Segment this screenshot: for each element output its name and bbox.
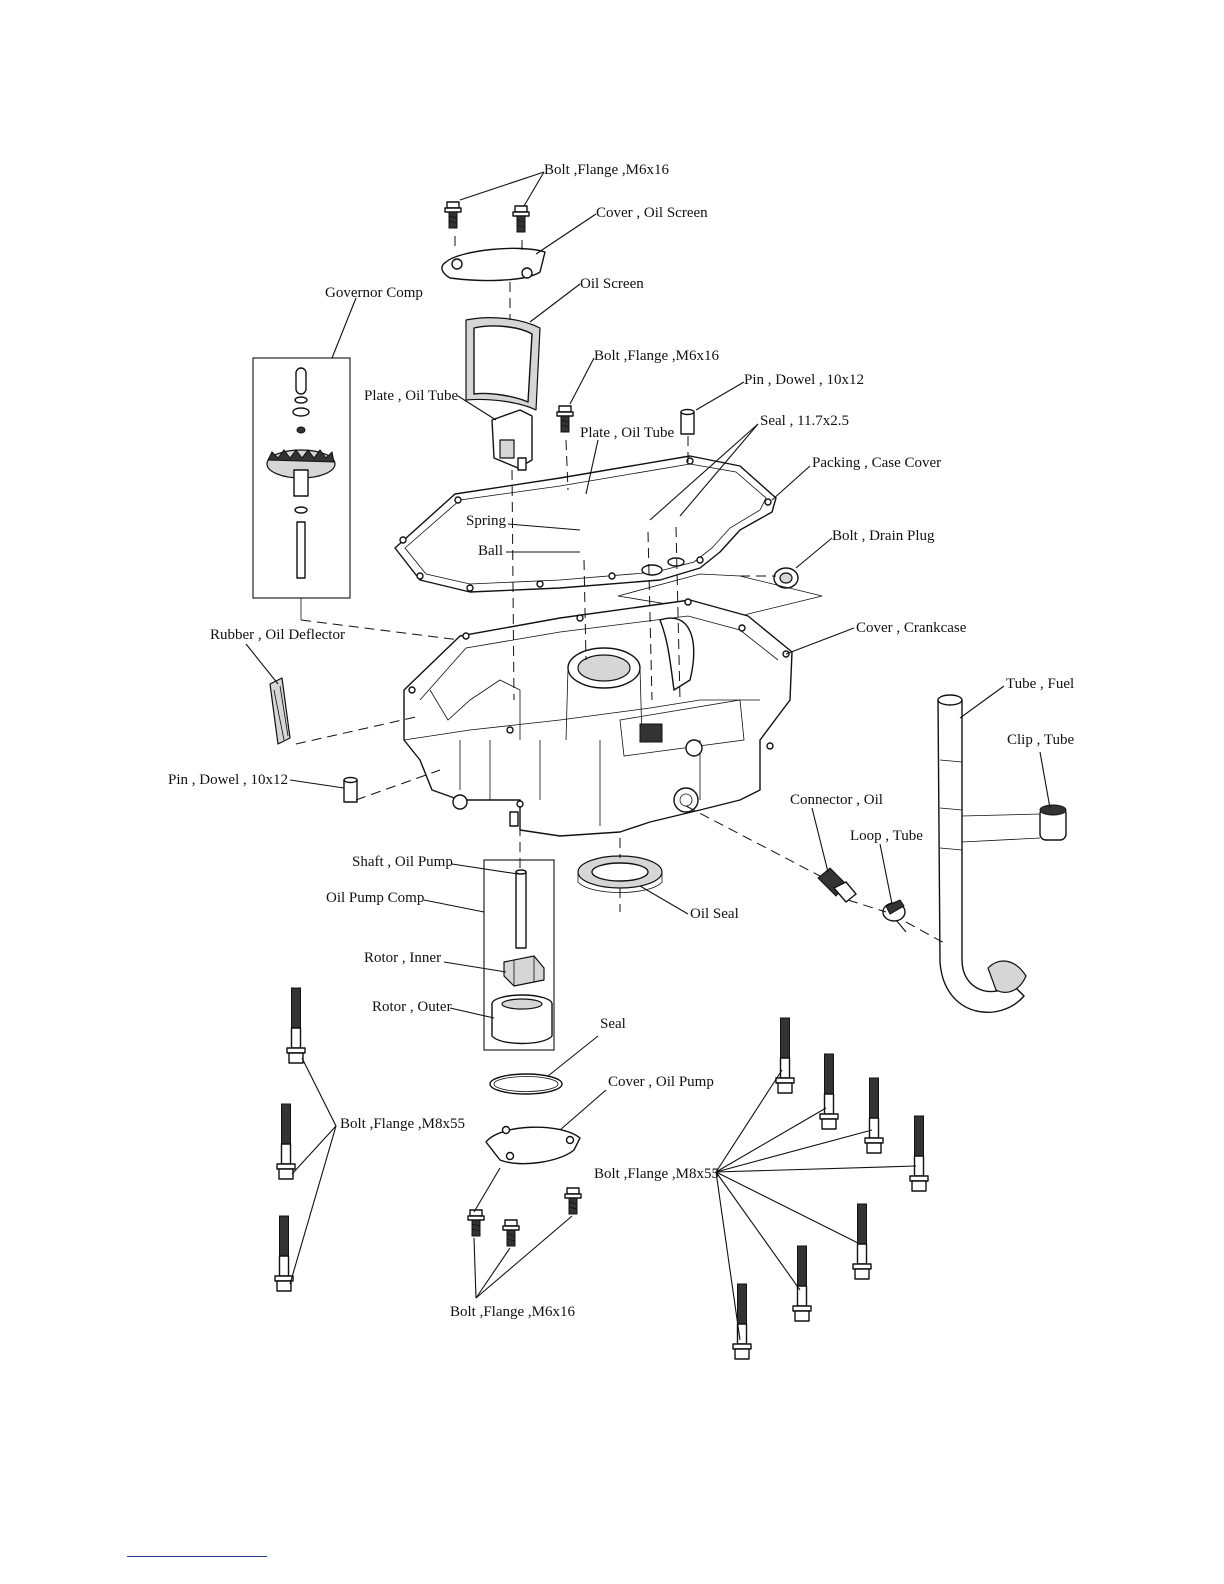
label-cover-oil-pump: Cover , Oil Pump — [608, 1074, 714, 1090]
seal-ring-part — [489, 1073, 563, 1095]
shaft-oil-pump-part — [515, 869, 527, 949]
bolt-drain-plug-part — [773, 567, 799, 589]
packing-case-cover-part — [394, 455, 777, 593]
label-bolt-flange-m8x55-right: Bolt ,Flange ,M8x55 — [594, 1166, 719, 1182]
part-labels: Bolt ,Flange ,M6x16 Cover , Oil Screen O… — [168, 162, 1074, 1320]
label-bolt-flange-m6x16-top: Bolt ,Flange ,M6x16 — [544, 162, 670, 178]
bolt-flange-m6x16-mid-part — [556, 405, 574, 433]
label-loop-tube: Loop , Tube — [850, 828, 923, 844]
label-packing-case-cover: Packing , Case Cover — [812, 455, 941, 471]
label-bolt-flange-m6x16-bottom: Bolt ,Flange ,M6x16 — [450, 1304, 576, 1320]
label-oil-screen: Oil Screen — [580, 276, 644, 292]
label-bolt-drain-plug: Bolt , Drain Plug — [832, 528, 935, 544]
oil-seal-part — [577, 855, 663, 893]
label-cover-crankcase: Cover , Crankcase — [856, 620, 967, 636]
label-plate-oil-tube-left: Plate , Oil Tube — [364, 388, 459, 404]
pin-dowel-top-part — [680, 408, 695, 435]
label-seal-11-7x2-5: Seal , 11.7x2.5 — [760, 413, 849, 429]
label-oil-seal: Oil Seal — [690, 906, 739, 922]
cover-crankcase-part — [403, 598, 793, 837]
label-rubber-oil-deflector: Rubber , Oil Deflector — [210, 627, 345, 643]
oil-screen-cover — [441, 247, 546, 282]
oil-pump-comp-box — [483, 859, 555, 1051]
label-governor-comp: Governor Comp — [325, 285, 423, 301]
footnote-rule — [127, 1556, 267, 1557]
label-tube-fuel: Tube , Fuel — [1006, 676, 1074, 692]
clip-tube-part — [961, 804, 1067, 843]
rotor-outer-part — [491, 994, 553, 1045]
label-spring: Spring — [466, 513, 507, 529]
label-ball: Ball — [478, 543, 503, 559]
label-pin-dowel-left: Pin , Dowel , 10x12 — [168, 772, 288, 788]
label-bolt-flange-m8x55-left: Bolt ,Flange ,M8x55 — [340, 1116, 465, 1132]
label-plate-oil-tube-right: Plate , Oil Tube — [580, 425, 675, 441]
loop-tube-part — [882, 899, 907, 933]
rotor-inner-part — [503, 955, 545, 987]
label-oil-pump-comp: Oil Pump Comp — [326, 890, 424, 906]
label-clip-tube: Clip , Tube — [1007, 732, 1074, 748]
label-pin-dowel-top: Pin , Dowel , 10x12 — [744, 372, 864, 388]
label-seal: Seal — [600, 1016, 626, 1032]
label-bolt-flange-m6x16-mid: Bolt ,Flange ,M6x16 — [594, 348, 720, 364]
label-rotor-inner: Rotor , Inner — [364, 950, 441, 966]
pin-dowel-left-part — [343, 776, 358, 803]
leader-lines — [245, 171, 1051, 1341]
label-rotor-outer: Rotor , Outer — [372, 999, 452, 1015]
tube-fuel-part — [937, 694, 1027, 1014]
bolt-flange-m6x16-bottom-trio — [467, 1187, 582, 1247]
cover-oil-pump-part — [485, 1126, 581, 1165]
plate-oil-tube-left-part — [491, 409, 533, 471]
bolt-flange-m6x16-top-pair — [444, 201, 530, 233]
label-cover-oil-screen: Cover , Oil Screen — [596, 205, 708, 221]
bolt-flange-m8x55-left-group — [274, 987, 306, 1292]
label-shaft-oil-pump: Shaft , Oil Pump — [352, 854, 453, 870]
connector-oil-part — [817, 867, 857, 903]
alignment-lines — [295, 236, 947, 945]
governor-comp-box — [252, 357, 351, 599]
governor-comp-parts — [266, 367, 336, 579]
bolt-flange-m8x55-right-group — [732, 1017, 929, 1360]
label-connector-oil: Connector , Oil — [790, 792, 883, 808]
